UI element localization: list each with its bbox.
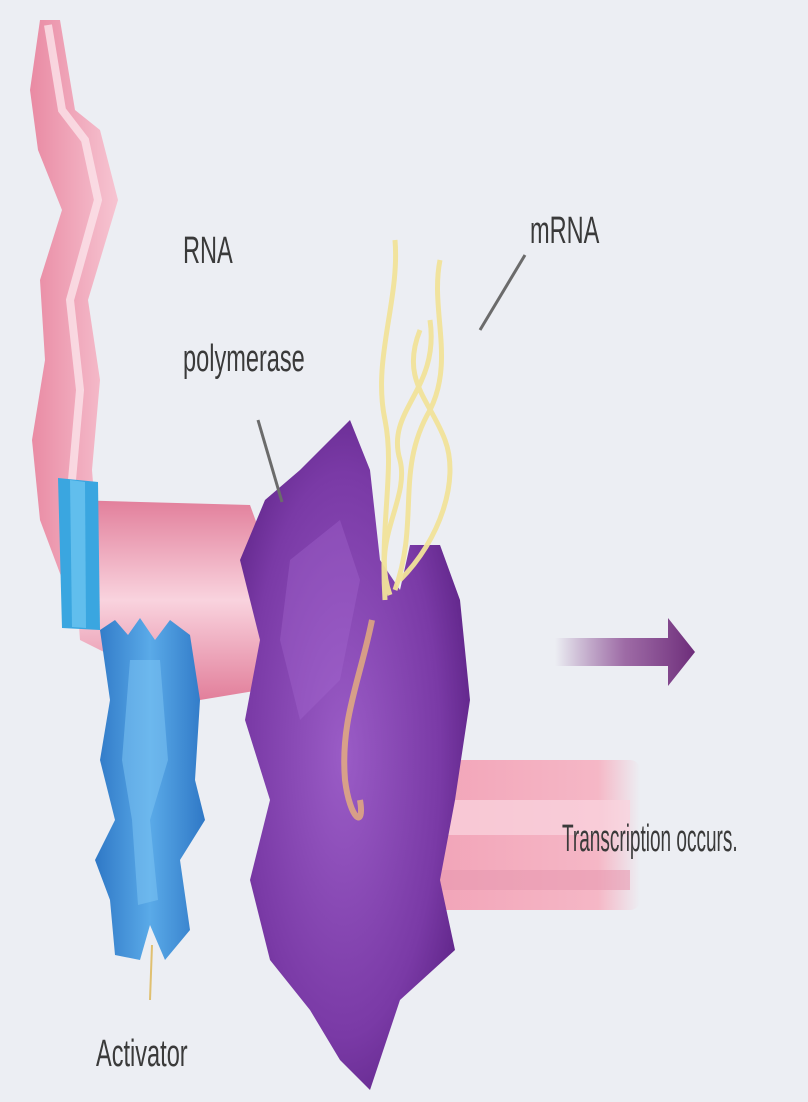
activator-label: Activator [96,1035,188,1073]
rna-polymerase-pointer [258,420,282,502]
rna-polymerase-label-line1: RNA [183,232,233,270]
mrna-label: mRNA [530,212,599,250]
activator-pointer [150,945,152,1000]
rna-polymerase-label-line2: polymerase [183,340,305,378]
mrna-pointer [480,255,525,330]
direction-arrow [555,618,695,686]
rna-polymerase [240,420,470,1090]
transcription-label: Transcription occurs. [562,820,738,858]
